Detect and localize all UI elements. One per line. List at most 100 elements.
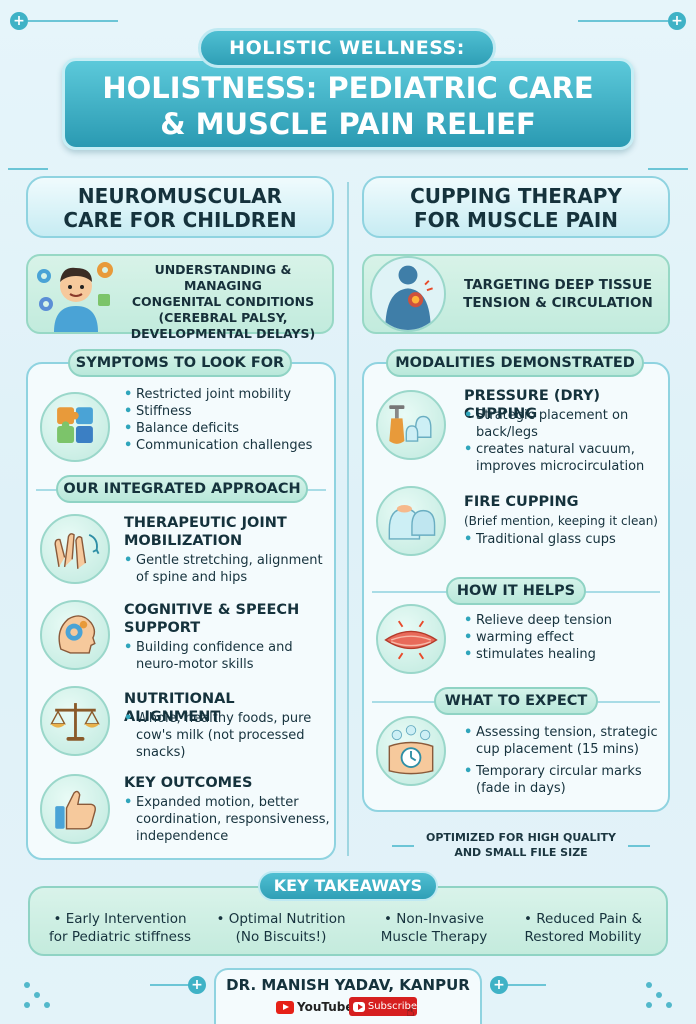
section-title-line: SUPPORT [124,620,201,636]
decor-dot [666,1002,672,1008]
pressure-cup-icon [376,390,446,460]
decor-line [28,20,118,22]
scale-icon [40,686,110,756]
takeaway-line: for Pediatric stiffness [48,929,192,945]
footer-box [214,968,482,1024]
thumbs-up-icon [40,774,110,844]
hand-cursor-icon: ☝ [406,1004,415,1020]
list-item: Strategic placement on back/legs [464,407,664,441]
right-column-title: CUPPING THERAPY FOR MUSCLE PAIN [362,176,670,238]
right-intro-line: TARGETING DEEP TISSUE [463,277,653,293]
right-title-line-1: CUPPING THERAPY [410,184,622,208]
plus-icon: + [10,12,28,30]
fire-bullets: Traditional glass cups [464,531,664,548]
decor-line [392,845,414,847]
decor-dot [646,1002,652,1008]
takeaway-item: • Non-Invasive Muscle Therapy [362,910,506,946]
takeaway-item: • Reduced Pain & Restored Mobility [508,910,658,946]
decor-dot [44,1002,50,1008]
child-gears-icon [32,256,118,332]
list-item: creates natural vacuum, improves microci… [464,441,664,475]
timer-cup-icon [376,716,446,786]
takeaway-line: • Non-Invasive [384,911,484,927]
list-item: Gentle stretching, alignment of spine an… [124,552,330,586]
takeaway-line: (No Biscuits!) [235,929,327,945]
list-item: Stiffness [124,403,330,420]
subscribe-label: Subscribe [367,1001,417,1012]
section-bullets: Gentle stretching, alignment of spine an… [124,552,330,586]
right-intro-text: TARGETING DEEP TISSUE TENSION & CIRCULAT… [452,276,664,312]
expect-title: WHAT TO EXPECT [434,687,598,715]
decor-dot [24,982,30,988]
takeaways-title: KEY TAKEAWAYS [258,871,438,901]
list-item: Assessing tension, strategic cup placeme… [464,724,664,758]
section-bullets: Expanded motion, better coordination, re… [124,794,330,845]
expect-bullets: Assessing tension, strategic cup placeme… [464,724,664,797]
takeaway-line: Restored Mobility [524,929,642,945]
page-title: HOLISTNESS: PEDIATRIC CARE & MUSCLE PAIN… [62,58,634,150]
section-title: KEY OUTCOMES [124,774,330,792]
fire-title: FIRE CUPPING [464,494,579,510]
takeaway-line: • Early Intervention [53,911,187,927]
section-bullets: Building confidence and neuro-motor skil… [124,639,330,673]
subscribe-button[interactable]: Subscribe [349,997,417,1016]
section-title-line: THERAPEUTIC JOINT [124,515,287,531]
left-column-title: NEUROMUSCULAR CARE FOR CHILDREN [26,176,334,238]
section-bullets: Whole, healthy foods, pure cow's milk (n… [124,710,330,761]
right-title-line-2: FOR MUSCLE PAIN [413,208,619,232]
column-divider [347,182,349,856]
decor-line [150,984,194,986]
helps-title: HOW IT HELPS [446,577,586,605]
left-intro-line: (CEREBRAL PALSY, [158,310,288,325]
takeaway-item: • Early Intervention for Pediatric stiff… [36,910,204,946]
doctor-name: DR. MANISH YADAV, KANPUR [226,976,470,994]
left-title-line-2: CARE FOR CHILDREN [63,208,297,232]
takeaway-line: • Reduced Pain & [524,911,642,927]
decor-line [648,168,688,170]
decor-line [628,845,650,847]
section-title-line: KEY OUTCOMES [124,775,253,791]
symptoms-list: Restricted joint mobility Stiffness Bala… [124,386,330,454]
left-intro-line: UNDERSTANDING & MANAGING [154,262,292,293]
decor-dot [656,992,662,998]
plus-icon: + [188,976,206,994]
left-intro-text: UNDERSTANDING & MANAGING CONGENITAL COND… [118,262,328,342]
youtube-logo[interactable]: YouTube [276,997,354,1017]
decor-line [578,20,668,22]
list-item: Communication challenges [124,437,330,454]
back-pain-icon [370,256,446,332]
optimized-note: OPTIMIZED FOR HIGH QUALITY AND SMALL FIL… [412,830,630,860]
list-item: stimulates healing [464,646,664,663]
section-title: COGNITIVE & SPEECH SUPPORT [124,601,330,637]
list-item: Relieve deep tension [464,612,664,629]
takeaway-line: Muscle Therapy [380,929,488,945]
page-subtitle: HOLISTIC WELLNESS: [198,28,496,68]
section-title-line: MOBILIZATION [124,533,243,549]
symptoms-title: SYMPTOMS TO LOOK FOR [68,349,292,377]
section-title-line: COGNITIVE & SPEECH [124,602,300,618]
fire-note: (Brief mention, keeping it clean) [464,514,658,528]
takeaways-box [28,886,668,956]
left-intro-line: DEVELOPMENTAL DELAYS) [130,326,316,341]
youtube-play-icon [353,1001,365,1012]
optimized-line: AND SMALL FILE SIZE [454,846,588,859]
takeaway-item: • Optimal Nutrition (No Biscuits!) [206,910,356,946]
glass-cups-icon [376,486,446,556]
approach-title: OUR INTEGRATED APPROACH [56,475,308,503]
right-intro-line: TENSION & CIRCULATION [463,295,653,311]
decor-line [502,984,546,986]
list-item: Expanded motion, better coordination, re… [124,794,330,845]
decor-dot [646,982,652,988]
list-item: Building confidence and neuro-motor skil… [124,639,330,673]
pressure-bullets: Strategic placement on back/legs creates… [464,407,664,475]
list-item: Whole, healthy foods, pure cow's milk (n… [124,710,330,761]
helps-bullets: Relieve deep tension warming effect stim… [464,612,664,663]
left-intro-line: CONGENITAL CONDITIONS [131,294,315,309]
title-line-1: HOLISTNESS: PEDIATRIC CARE [102,71,594,105]
list-item: Temporary circular marks (fade in days) [464,763,664,797]
title-line-2: & MUSCLE PAIN RELIEF [160,107,536,141]
brain-gear-icon [40,600,110,670]
list-item: Traditional glass cups [464,531,664,548]
list-item: Balance deficits [124,420,330,437]
modalities-title: MODALITIES DEMONSTRATED [386,349,644,377]
